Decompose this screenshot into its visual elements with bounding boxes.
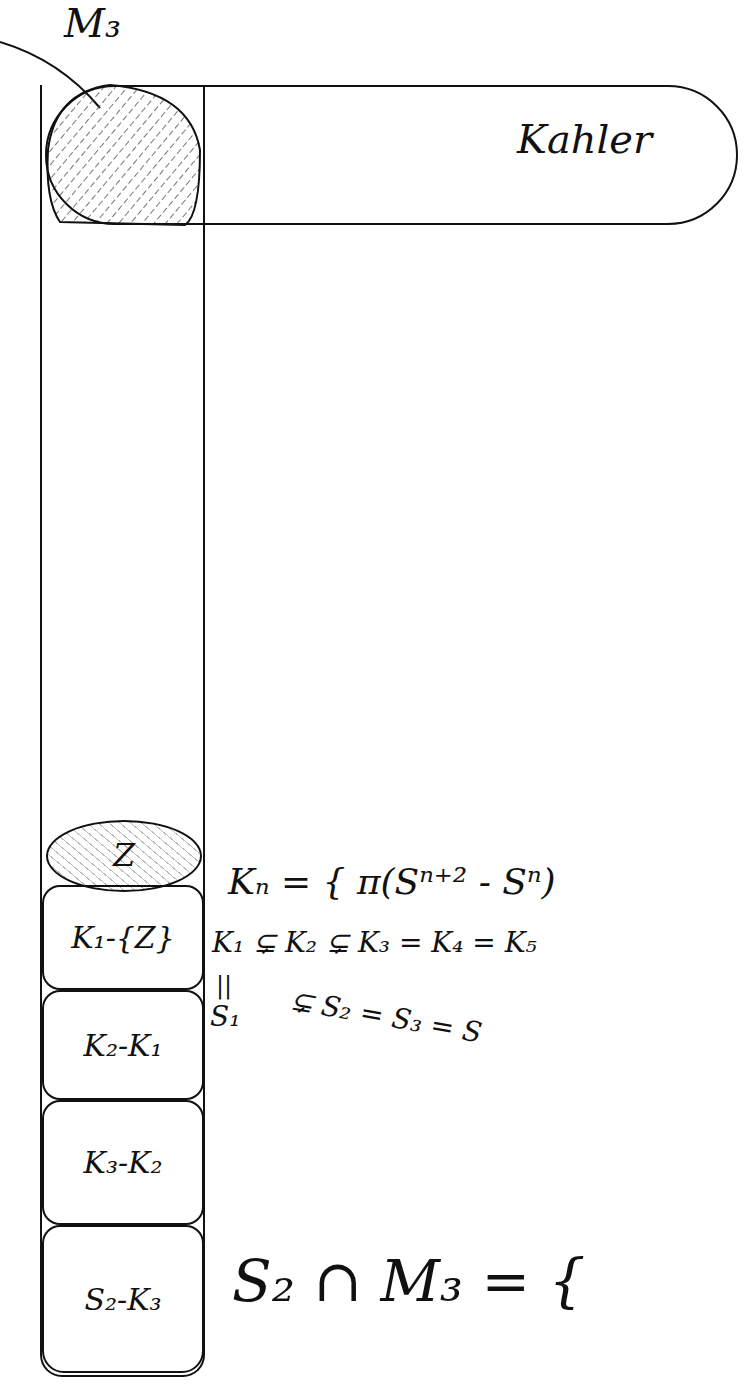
node-text: Kahler xyxy=(517,117,652,161)
node-text: M₃ xyxy=(64,1,121,45)
manifold-column: M₃ZK₁-{Z}K₂-K₁K₃-K₂S₂-K₃ xyxy=(40,85,205,1377)
node-text: K₃-K₂ xyxy=(83,1146,162,1179)
kahler-band: Kahler xyxy=(45,85,738,225)
stratum-band: S₂-K₃ xyxy=(42,1225,204,1373)
node-text: K₁-{Z} xyxy=(71,921,175,954)
stratum-band: K₃-K₂ xyxy=(42,1100,204,1225)
math-note: S₂ ∩ M₃ = { xyxy=(232,1250,585,1314)
stratum-band: K₁-{Z} xyxy=(42,885,204,990)
math-note: S₁ xyxy=(210,1002,240,1033)
math-note: K₁ ⊊ K₂ ⊊ K₃ = K₄ = K₅ xyxy=(212,928,537,959)
math-note: || xyxy=(216,972,232,998)
stratum-band: Z xyxy=(46,820,202,892)
math-note: Kₙ = { π(Sⁿ⁺² - Sⁿ) xyxy=(228,862,556,902)
node-text: K₂-K₁ xyxy=(83,1029,162,1062)
intersection-region xyxy=(48,85,201,225)
math-note: ⊊ S₂ = S₃ = S xyxy=(287,985,484,1049)
node-text: S₂-K₃ xyxy=(84,1283,161,1316)
stratum-band: K₂-K₁ xyxy=(42,990,204,1100)
node-text: Z xyxy=(113,838,135,873)
